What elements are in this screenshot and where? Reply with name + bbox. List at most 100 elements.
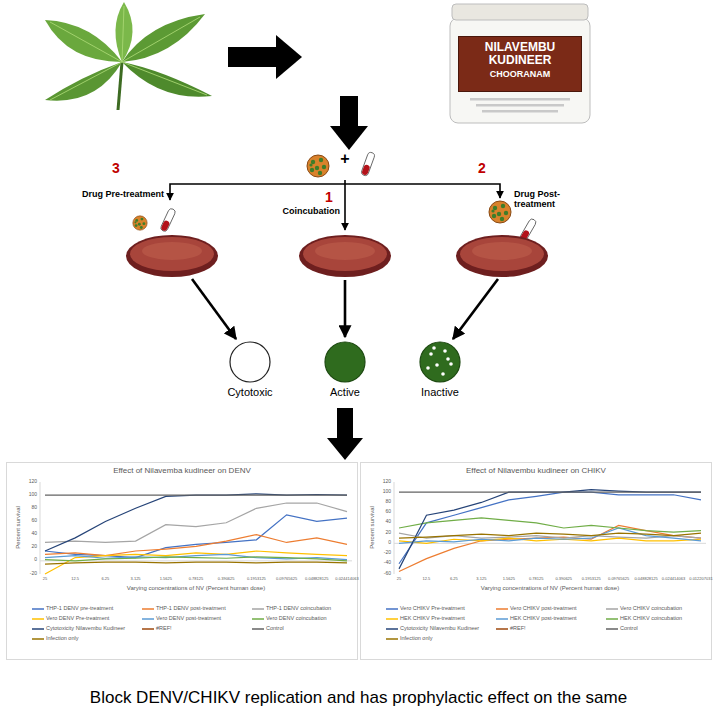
branch-line <box>345 184 500 198</box>
legend-entry: THP-1 DENV pre-treatment <box>32 600 113 616</box>
data-line <box>45 495 347 496</box>
petri-dish <box>126 235 548 277</box>
axis-label: -60 <box>364 571 391 577</box>
legend-swatch <box>32 638 44 640</box>
circle-shape <box>305 340 385 384</box>
axis-label: 25 <box>383 577 415 582</box>
legend-entry: Vero DENV post-treatment <box>142 610 221 626</box>
legend-swatch <box>252 606 264 612</box>
axis-label: 0.1953125 <box>240 577 272 582</box>
legend-swatch <box>32 616 44 622</box>
leaf-illustration <box>122 17 200 62</box>
legend-entry: Vero DENV coincubation <box>252 610 327 626</box>
leaf-illustration <box>45 62 122 101</box>
legend-entry: Infection only <box>32 630 78 646</box>
test-tube <box>361 152 376 177</box>
legend-swatch <box>496 618 508 620</box>
line-chart <box>6 462 358 660</box>
data-line <box>399 490 701 569</box>
result-arrow <box>453 279 498 339</box>
legend-swatch <box>252 608 264 610</box>
legend-text: Vero CHIKV coincubation <box>620 605 682 611</box>
axis-label: 80 <box>364 499 391 505</box>
branch-line <box>344 180 346 230</box>
legend-text: THP-1 DENV coincubation <box>266 605 331 611</box>
data-line <box>399 528 701 543</box>
virus-particle <box>133 155 511 230</box>
axis-title: Percent survival <box>15 487 22 567</box>
step-label: Drug Pre-treatment <box>82 189 164 199</box>
node-heading: Effect of Nilavemba kudineer on DENV <box>7 466 357 475</box>
legend-swatch <box>252 628 264 630</box>
legend-text: Cytotoxicity Nilavembu Kudineer <box>400 625 479 631</box>
jar-illustration <box>450 4 590 123</box>
legend-swatch <box>386 616 398 622</box>
legend-swatch <box>142 608 154 610</box>
axis-label: 0.78125 <box>520 577 552 582</box>
legend-swatch <box>142 606 154 612</box>
axis-label: 120 <box>364 479 391 485</box>
legend-text: THP-1 DENV pre-treatment <box>46 605 113 611</box>
leaf-illustration <box>45 2 212 110</box>
plaque-dot <box>443 349 447 353</box>
legend-swatch <box>386 636 398 642</box>
legend-text: Vero DENV coincubation <box>266 615 327 621</box>
legend-entry: Infection only <box>386 630 432 646</box>
branch-line <box>170 180 500 230</box>
legend-swatch <box>496 616 508 622</box>
legend-text: Vero DENV post-treatment <box>156 615 221 621</box>
legend-entry: Vero DENV Pre-treatment <box>32 610 109 626</box>
petri-dish <box>126 235 218 277</box>
data-line <box>45 551 347 574</box>
data-line <box>45 515 347 558</box>
jar-illustration <box>470 98 570 101</box>
legend-entry: Control <box>252 620 284 636</box>
axis-label: -40 <box>364 560 391 566</box>
legend-swatch <box>252 616 264 622</box>
chart-ground <box>6 462 358 660</box>
legend-entry: Control <box>606 620 638 636</box>
node-heading: Effect of Nilavembu kudineer on CHIKV <box>361 466 711 475</box>
product-label: NILAVEMBU KUDINEERCHOORANAM <box>458 36 582 92</box>
axis-label: 1.5625 <box>493 577 525 582</box>
axis-label: 0.012207031 <box>685 577 717 582</box>
plaque-dot <box>449 362 453 366</box>
axis-label: 0 <box>10 557 37 563</box>
node-subtext: CHOORANAM <box>463 70 577 80</box>
step-label: Coincubation <box>262 206 340 216</box>
node-heading: Cytotoxic <box>210 386 290 398</box>
plaque-dot <box>432 346 436 350</box>
axis-label: 80 <box>10 505 37 511</box>
axis-label: 6.25 <box>89 577 121 582</box>
legend-text: #REF! <box>156 625 172 631</box>
jar-illustration <box>452 4 588 20</box>
axis-label: 0.09765625 <box>271 577 303 582</box>
circle-shape <box>230 342 270 382</box>
jar-illustration <box>482 110 558 113</box>
callout-number: 2 <box>478 160 492 176</box>
data-line <box>45 557 347 561</box>
axis-label: 0.048828125 <box>301 577 333 582</box>
axis-label: 100 <box>10 492 37 498</box>
legend-swatch <box>606 608 618 610</box>
legend-entry: Cytotoxicity Nilavembu Kudineer <box>386 620 479 636</box>
jar-illustration <box>476 104 564 107</box>
axis-label: Varying concentrations of NV (Percent hu… <box>40 585 352 592</box>
block-arrow <box>337 408 353 438</box>
axis-label: 60 <box>364 509 391 515</box>
leaf-illustration <box>118 62 122 110</box>
legend-swatch <box>496 628 508 630</box>
result-arrow <box>192 279 498 339</box>
axis-title: Percent survival <box>369 487 376 567</box>
axis-label: 0.78125 <box>180 577 212 582</box>
leaf-illustration <box>50 22 122 62</box>
circle-shape <box>325 342 365 382</box>
leaf-illustration <box>122 62 212 97</box>
legend-swatch <box>496 606 508 612</box>
plaque-dot <box>429 352 433 356</box>
axis-label: -20 <box>10 571 37 577</box>
leaf-illustration <box>45 20 122 62</box>
plaque-dot <box>435 363 439 367</box>
axis-label: 0.390625 <box>548 577 580 582</box>
data-line <box>399 492 701 564</box>
